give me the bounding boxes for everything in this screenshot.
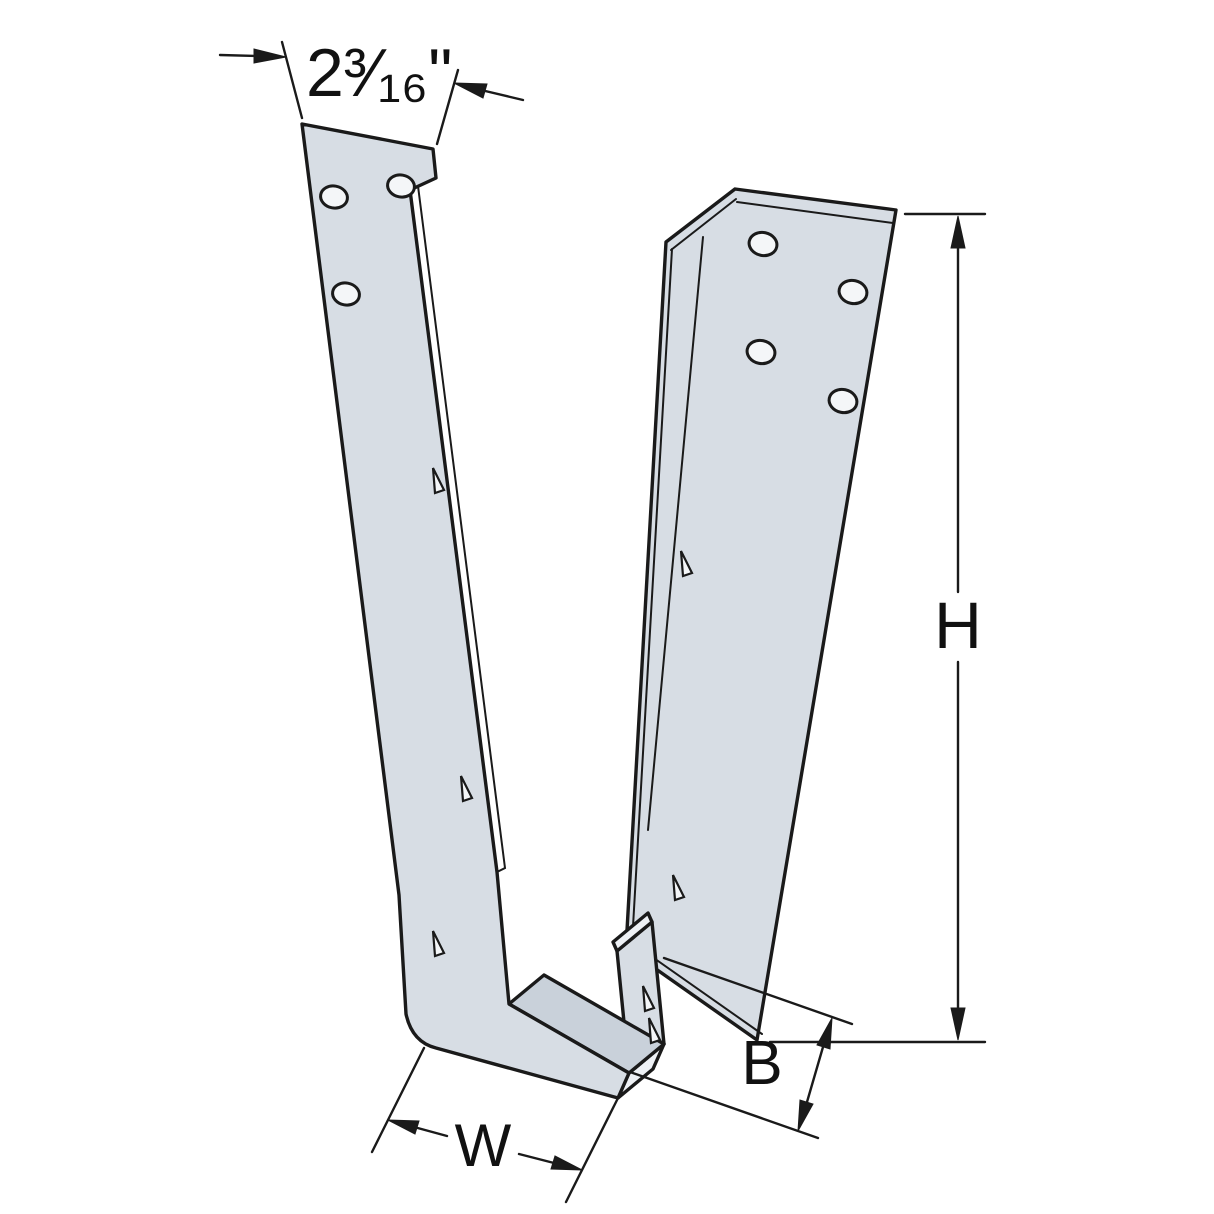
seat — [507, 911, 666, 1100]
left-strap — [300, 122, 631, 1100]
slant-edge-thickness-line — [670, 198, 737, 251]
seat-right-wall-top-edge — [611, 911, 654, 953]
dimension-line — [805, 1045, 825, 1104]
nail-hole — [747, 230, 779, 258]
arrowhead — [387, 1119, 420, 1135]
dimension-label-width: W — [455, 1112, 512, 1179]
arrowhead — [950, 215, 966, 249]
arrowhead — [550, 1155, 583, 1171]
dimension-line — [517, 1152, 556, 1165]
top-edge-thickness-line — [736, 201, 894, 224]
dimension-line — [218, 53, 260, 58]
right-strap — [624, 187, 898, 1042]
extension-line — [564, 1096, 620, 1204]
dimension-label-bearing: B — [741, 1029, 782, 1098]
extension-line — [370, 1046, 426, 1154]
speed-prong — [431, 467, 446, 495]
speed-prong — [431, 930, 446, 958]
dimension-label-top-width: 2³⁄₁₆" — [306, 35, 452, 111]
dimension-line — [412, 1125, 449, 1138]
dimension-width: W — [370, 1046, 620, 1204]
speed-prong — [679, 550, 694, 578]
dimension-height: H — [768, 212, 987, 1044]
arrowhead — [950, 1007, 966, 1041]
speed-prong — [647, 1017, 662, 1045]
dimension-line — [479, 88, 525, 102]
nail-hole — [827, 387, 859, 415]
nail-hole — [837, 278, 869, 306]
extension-line — [662, 956, 854, 1026]
nail-hole — [386, 173, 416, 199]
dimension-top-width: 2³⁄₁₆" — [218, 35, 525, 146]
arrowhead — [453, 82, 488, 99]
dimension-label-height: H — [934, 588, 982, 662]
speed-prong — [459, 775, 474, 803]
nail-hole — [745, 338, 777, 366]
nail-hole — [319, 184, 349, 210]
dimension-bearing: B — [628, 956, 854, 1140]
extension-line — [628, 1070, 820, 1140]
arrowhead — [253, 48, 287, 64]
fold-line — [647, 236, 704, 831]
arrowhead — [797, 1099, 814, 1132]
speed-prong — [671, 874, 686, 902]
speed-prong — [641, 985, 656, 1013]
nail-hole — [331, 281, 361, 307]
extension-line — [435, 68, 460, 146]
extension-line — [280, 40, 304, 120]
arrowhead — [816, 1017, 833, 1050]
left-edge-thickness-line — [631, 248, 673, 945]
